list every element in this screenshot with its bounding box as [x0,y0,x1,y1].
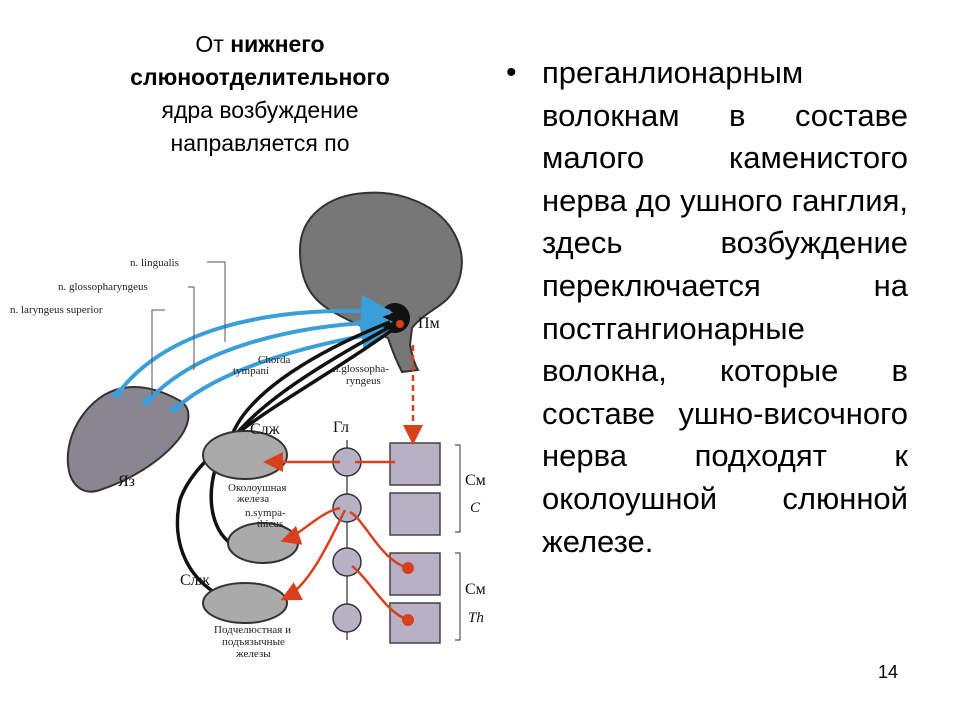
label-glosso-1: n.glossopha- [333,363,389,375]
label-sub-2: подъязычные [222,636,285,648]
label-slzh-top: Слж [250,421,281,438]
parotid-gland [203,431,287,479]
label-n-glossopharyngeus: n. glossopharyngeus [58,281,148,293]
label-glosso-2: ryngeus [346,375,381,387]
label-sub-1: Подчелюстная и [214,624,291,636]
label-n-lingualis: n. lingualis [130,257,179,269]
label-parotid-2: железа [236,493,269,505]
label-yaz: Яз [118,473,135,490]
label-symp-2: thicus [257,518,283,530]
label-th: Th [468,610,484,626]
label-sm-c: См [465,472,486,489]
label-pm: Пм [418,315,440,332]
label-slzh-bottom: Слж [180,572,211,589]
label-tympani: tympani [233,365,269,377]
sympathetic-ganglia [333,440,361,640]
label-gl: Гл [333,419,349,436]
sublingual-gland [203,583,287,623]
label-c: C [470,500,481,516]
label-sub-3: железы [235,648,271,660]
label-n-laryngeus: n. laryngeus superior [10,304,103,316]
label-sm-th: См [465,581,486,598]
